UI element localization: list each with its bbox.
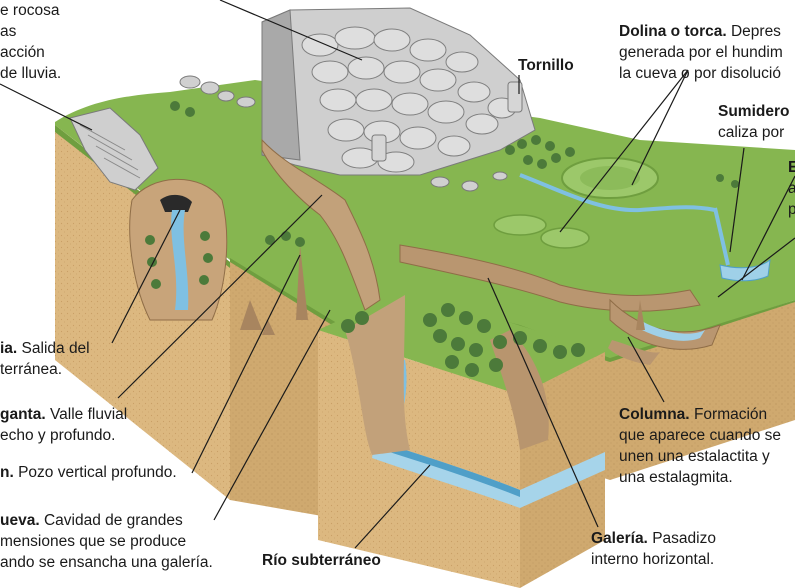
label-garganta: ganta. Valle fluvial echo y profundo. bbox=[0, 404, 127, 446]
label-surgencia-desc-1: Salida del bbox=[21, 340, 90, 357]
label-columna-desc-4: una estalagmita. bbox=[619, 469, 733, 486]
trees-front-block bbox=[341, 303, 585, 377]
label-galeria-desc-1: Pasadizo bbox=[652, 530, 716, 547]
label-sumidero-title: Sumidero bbox=[718, 103, 790, 120]
label-garganta-desc-1: Valle fluvial bbox=[49, 406, 128, 423]
label-dolina-desc-3: la cueva o por disolució bbox=[619, 65, 781, 82]
label-dolina-desc-2: generada por el hundim bbox=[619, 44, 783, 61]
label-sumidero-desc-1: caliza por bbox=[718, 124, 785, 141]
label-columna-desc-3: unen una estalactita y bbox=[619, 448, 770, 465]
label-galeria-desc-2: interno horizontal. bbox=[591, 551, 715, 568]
label-cueva: ueva. Cavidad de grandes mensiones que s… bbox=[0, 510, 213, 573]
dolinas bbox=[493, 157, 659, 249]
label-columna-title: Columna. bbox=[619, 406, 690, 423]
label-dolina-desc-1: Depres bbox=[730, 23, 781, 40]
label-rio-title: Río subterráneo bbox=[262, 552, 381, 569]
label-right-cut: E a p bbox=[788, 157, 795, 220]
label-right-cut-title: E bbox=[788, 159, 795, 176]
label-surgencia-desc-2: terránea. bbox=[0, 361, 63, 378]
label-lapiaz: e rocosa as acción de lluvia. bbox=[0, 0, 61, 84]
resurgence-cave bbox=[129, 178, 228, 321]
label-columna: Columna. Formación que aparece cuando se… bbox=[619, 404, 781, 488]
label-sima: n. Pozo vertical profundo. bbox=[0, 462, 177, 483]
label-right-cut-desc-1: a bbox=[788, 180, 795, 197]
label-right-cut-desc-2: p bbox=[788, 201, 795, 218]
label-lapiaz-line-4: de lluvia. bbox=[0, 65, 62, 82]
ground-surface bbox=[55, 80, 795, 365]
surface-stream bbox=[519, 173, 730, 266]
leader-lines bbox=[0, 0, 795, 549]
label-cueva-desc-3: ando se ensancha una galería. bbox=[0, 554, 213, 571]
label-sima-desc-1: Pozo vertical profundo. bbox=[18, 464, 177, 481]
label-garganta-desc-2: echo y profundo. bbox=[0, 427, 116, 444]
label-lapiaz-line-3: acción bbox=[0, 44, 45, 61]
label-tornillo: Tornillo bbox=[518, 55, 574, 76]
label-galeria: Galería. Pasadizo interno horizontal. bbox=[591, 528, 716, 570]
label-lapiaz-line-2: as bbox=[0, 23, 17, 40]
label-rio: Río subterráneo bbox=[262, 550, 381, 571]
label-cueva-title: ueva. bbox=[0, 512, 40, 529]
label-dolina-title: Dolina o torca. bbox=[619, 23, 727, 40]
label-columna-desc-1: Formación bbox=[693, 406, 768, 423]
label-surgencia-title: ia. bbox=[0, 340, 18, 357]
label-lapiaz-line-1: e rocosa bbox=[0, 2, 60, 19]
label-columna-desc-2: que aparece cuando se bbox=[619, 427, 782, 444]
cave-columns bbox=[240, 245, 645, 335]
gorge-surface bbox=[261, 138, 381, 311]
karst-rock-massif bbox=[179, 7, 536, 192]
label-garganta-title: ganta. bbox=[0, 406, 46, 423]
label-sumidero: Sumidero caliza por bbox=[718, 101, 789, 143]
label-tornillo-title: Tornillo bbox=[518, 57, 574, 74]
label-surgencia: ia. Salida del terránea. bbox=[0, 338, 90, 380]
label-sima-title: n. bbox=[0, 464, 14, 481]
label-cueva-desc-1: Cavidad de grandes bbox=[43, 512, 183, 529]
gorge bbox=[345, 295, 549, 455]
label-dolina: Dolina o torca. Depres generada por el h… bbox=[619, 21, 783, 84]
label-galeria-title: Galería. bbox=[591, 530, 648, 547]
label-cueva-desc-2: mensiones que se produce bbox=[0, 533, 187, 550]
lapiaz-rock bbox=[69, 107, 159, 191]
